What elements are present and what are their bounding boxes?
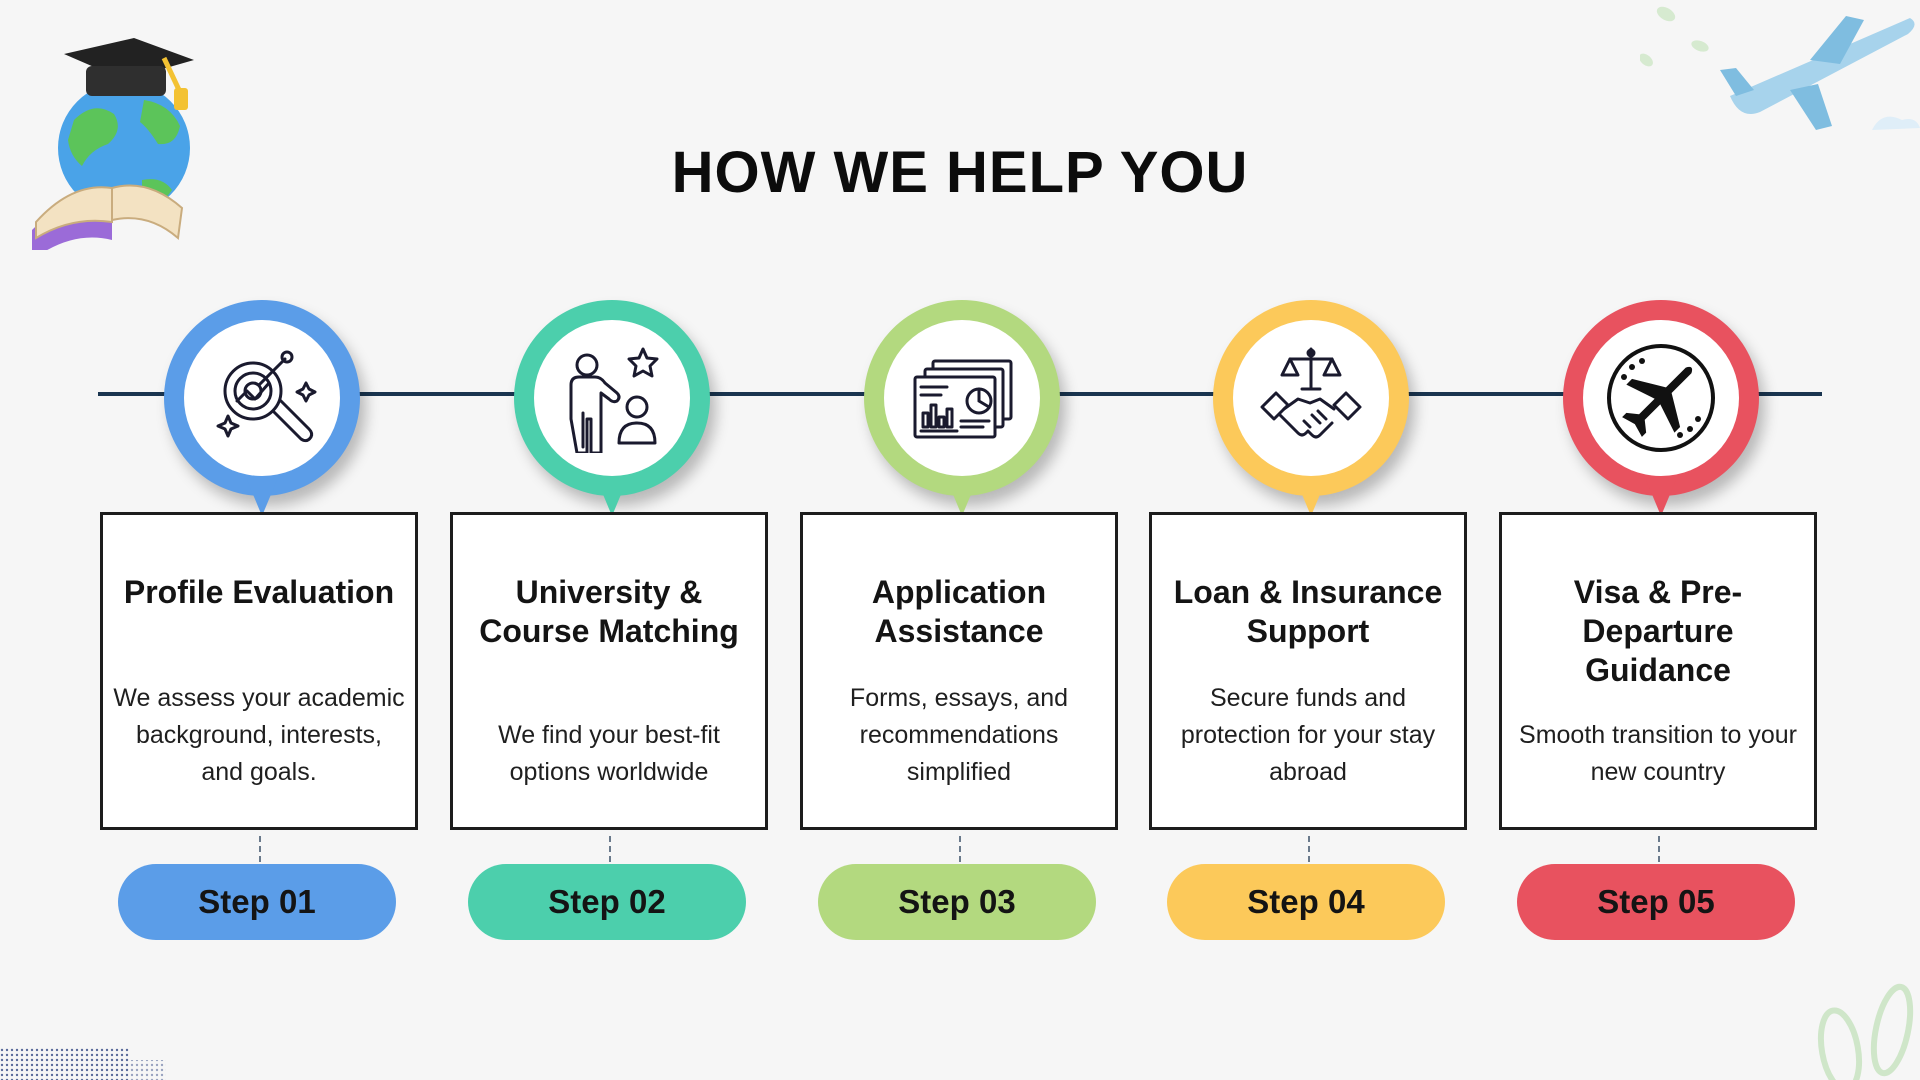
dashed-connector — [959, 836, 961, 862]
step-card: Profile Evaluation We assess your academ… — [100, 512, 418, 830]
step-description: Secure funds and protection for your sta… — [1180, 684, 1436, 786]
step-title: Application Assistance — [871, 574, 1047, 649]
step-pin — [1213, 300, 1409, 496]
step-number-badge: Step 03 — [818, 864, 1096, 940]
dashed-connector — [1658, 836, 1660, 862]
airplane-icon — [1607, 344, 1715, 452]
step-title: Profile Evaluation — [123, 574, 395, 610]
step-visa-pre-departure-guidance: Visa & Pre-Departure Guidance Smooth tra… — [1499, 300, 1819, 940]
step-title: Visa & Pre-Departure Guidance — [1573, 574, 1743, 688]
step-number-badge: Step 04 — [1167, 864, 1445, 940]
step-description: We find your best-fit options worldwide — [498, 721, 720, 786]
step-pin — [1563, 300, 1759, 496]
graduation-globe-icon — [32, 38, 194, 250]
step-pin — [514, 300, 710, 496]
step-card: Visa & Pre-Departure Guidance Smooth tra… — [1499, 512, 1817, 830]
dashed-connector — [609, 836, 611, 862]
step-card: Loan & Insurance Support Secure funds an… — [1149, 512, 1467, 830]
step-description: Smooth transition to your new country — [1519, 721, 1797, 786]
step-pin — [864, 300, 1060, 496]
step-card: University & Course Matching We find you… — [450, 512, 768, 830]
analysis-magnifier-icon — [216, 350, 317, 443]
step-title: University & Course Matching — [479, 574, 739, 649]
dashed-connector — [1308, 836, 1310, 862]
documents-chart-icon — [913, 359, 1013, 439]
dashed-connector — [259, 836, 261, 862]
step-number-badge: Step 05 — [1517, 864, 1795, 940]
step-card: Application Assistance Forms, essays, an… — [800, 512, 1118, 830]
step-description: Forms, essays, and recommendations simpl… — [849, 684, 1069, 786]
page-title: HOW WE HELP YOU — [671, 139, 1249, 205]
leaf-decoration-icon — [1817, 983, 1914, 1080]
step-university-course-matching: University & Course Matching We find you… — [450, 300, 770, 940]
step-profile-evaluation: Profile Evaluation We assess your academ… — [100, 300, 420, 940]
step-loan-insurance-support: Loan & Insurance Support Secure funds an… — [1149, 300, 1469, 940]
step-pin — [164, 300, 360, 496]
step-number-badge: Step 02 — [468, 864, 746, 940]
dots-pattern-decoration — [0, 1048, 166, 1080]
step-title: Loan & Insurance Support — [1173, 574, 1443, 649]
step-number-badge: Step 01 — [118, 864, 396, 940]
step-description: We assess your academic background, inte… — [113, 684, 405, 786]
airplane-decoration-icon — [1640, 6, 1920, 130]
mentor-student-icon — [569, 347, 659, 453]
step-application-assistance: Application Assistance Forms, essays, an… — [800, 300, 1120, 940]
handshake-scales-icon — [1260, 347, 1362, 439]
